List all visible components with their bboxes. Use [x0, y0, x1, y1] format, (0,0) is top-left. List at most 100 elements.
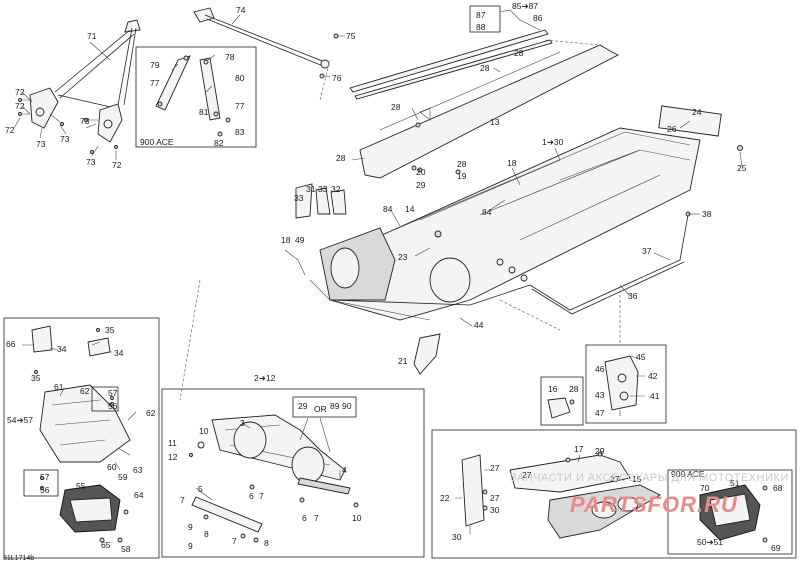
part-label-38: 38: [702, 209, 712, 219]
part-label-26: 26: [667, 124, 677, 134]
part-label-17: 17: [574, 444, 584, 454]
ace-box-top-title: 900 ACE: [140, 137, 174, 147]
part-label-57: 57: [40, 472, 50, 482]
part-label-27: 27: [610, 474, 620, 484]
steering-tie-rod: [193, 7, 345, 79]
part-label-80: 80: [235, 73, 245, 83]
part-label-24: 24: [692, 107, 702, 117]
part-label-29: 29: [416, 180, 426, 190]
part-label-42: 42: [648, 371, 658, 381]
part-label-74: 74: [236, 5, 246, 15]
part-label-16: 16: [548, 384, 558, 394]
part-label-30: 30: [452, 532, 462, 542]
part-label-76: 76: [332, 73, 342, 83]
ace-box-bottom-title: 900 ACE: [671, 469, 705, 479]
part-label-2-12: 2➔12: [254, 373, 276, 383]
diagram-code: 31L1714b: [3, 555, 35, 562]
part-label-88: 88: [476, 22, 486, 32]
part-label-50-51: 50➔51: [697, 537, 724, 547]
part-label-62: 62: [80, 386, 90, 396]
part-label-7: 7: [232, 536, 237, 546]
part-label-63: 63: [133, 465, 143, 475]
part-label-28: 28: [514, 48, 524, 58]
steering-column-assembly: [18, 19, 141, 154]
part-label-8: 8: [204, 529, 209, 539]
main-chassis-frame: [309, 105, 743, 321]
part-label-18: 18: [281, 235, 291, 245]
part-label-82: 82: [214, 138, 224, 148]
part-label-84: 84: [383, 204, 393, 214]
frame-brackets: [284, 122, 441, 375]
part-label-90: 90: [342, 401, 352, 411]
front-suspension-box: [3, 317, 160, 559]
part-label-28: 28: [457, 159, 467, 169]
part-label-23: 23: [398, 252, 408, 262]
watermark-text: ЗАПЧАСТИ И АКСЕССУАРЫ ДЛЯ МОТОТЕХНИКИ: [510, 472, 789, 484]
part-label-49: 49: [295, 235, 305, 245]
part-label-12: 12: [168, 452, 178, 462]
part-label-71: 71: [87, 31, 97, 41]
part-label-19: 19: [457, 171, 467, 181]
part-label-32: 32: [331, 184, 341, 194]
part-label-84: 84: [482, 207, 492, 217]
part-label-13: 13: [490, 117, 500, 127]
part-label-29: 29: [595, 446, 605, 456]
part-label-29: 29: [298, 401, 308, 411]
part-label-60: 60: [107, 462, 117, 472]
part-label-30: 30: [490, 505, 500, 515]
part-label-64: 64: [134, 490, 144, 500]
part-label-77: 77: [150, 78, 160, 88]
part-label-89: 89: [330, 401, 340, 411]
bracket-41-box: [585, 344, 667, 424]
steering-arms-900ace: [155, 54, 231, 137]
part-label-86: 86: [533, 13, 543, 23]
part-label-34: 34: [57, 344, 67, 354]
part-label-27: 27: [490, 463, 500, 473]
part-label-35: 35: [31, 373, 41, 383]
part-label-7: 7: [259, 491, 264, 501]
part-label-36: 36: [628, 291, 638, 301]
part-label-10: 10: [352, 513, 362, 523]
part-label-73: 73: [80, 116, 90, 126]
part-label-9: 9: [188, 541, 193, 551]
part-label-43: 43: [595, 390, 605, 400]
part-label-7: 7: [180, 495, 185, 505]
part-label-34: 34: [114, 348, 124, 358]
part-label-28: 28: [391, 102, 401, 112]
part-label-75: 75: [346, 31, 356, 41]
part-label-22: 22: [440, 493, 450, 503]
part-label-28: 28: [336, 153, 346, 163]
part-label-7: 7: [314, 513, 319, 523]
part-label-58: 58: [121, 544, 131, 554]
part-label-85-87: 85➔87: [512, 1, 539, 11]
part-label-25: 25: [737, 163, 747, 173]
or-text: OR: [314, 404, 327, 414]
part-label-6: 6: [249, 491, 254, 501]
rear-frame-box: [161, 388, 425, 558]
part-label-8: 8: [264, 538, 269, 548]
part-label-28: 28: [569, 384, 579, 394]
rear-rail-rod: [529, 211, 691, 315]
part-label-72: 72: [15, 101, 25, 111]
part-label-41: 41: [650, 391, 660, 401]
part-label-1-30: 1➔30: [542, 137, 564, 147]
part-label-47: 47: [595, 408, 605, 418]
part-label-33: 33: [294, 193, 304, 203]
part-label-14: 14: [405, 204, 415, 214]
bracket-16-box: [540, 376, 584, 426]
part-label-59: 59: [118, 472, 128, 482]
part-label-51: 51: [730, 478, 740, 488]
part-label-27: 27: [490, 493, 500, 503]
part-label-57: 57: [108, 388, 118, 398]
part-label-81: 81: [199, 107, 209, 117]
part-label-73: 73: [36, 139, 46, 149]
part-label-10: 10: [199, 426, 209, 436]
rear-bumper-box: [431, 429, 797, 559]
part-label-27: 27: [522, 470, 532, 480]
part-label-56: 56: [108, 401, 118, 411]
rear-bumper-parts: [455, 451, 768, 543]
part-label-73: 73: [60, 134, 70, 144]
running-board-rails: [349, 5, 553, 100]
part-label-21: 21: [398, 356, 408, 366]
